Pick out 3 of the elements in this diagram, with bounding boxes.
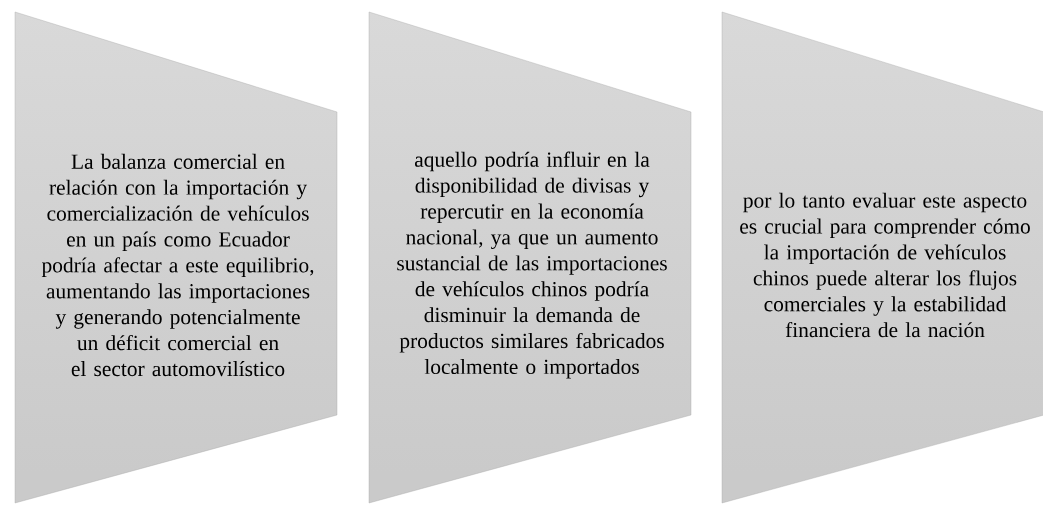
trapezoid-box: por lo tanto evaluar este aspecto es crucial para comprender cómo la importación de vehículos chinos puede alterar los flujos comerciales y la estabilidad financiera de la nación — [721, 11, 1043, 504]
trapezoid-box: La balanza comercial en relación con la importación y comercialización de vehículos en un país como Ecuador podría afectar a este equilibrio, aumentando las importaciones y generando potencialmente un déficit comercial en el sector automovilístico — [14, 11, 338, 504]
trapezoid-box: aquello podría influir en la disponibilidad de divisas y repercutir en la economía nacional, ya que un aumento sustancial de las importaciones de vehículos chinos podría disminuir la demanda de productos similares fabricados localmente o importados — [368, 11, 692, 504]
